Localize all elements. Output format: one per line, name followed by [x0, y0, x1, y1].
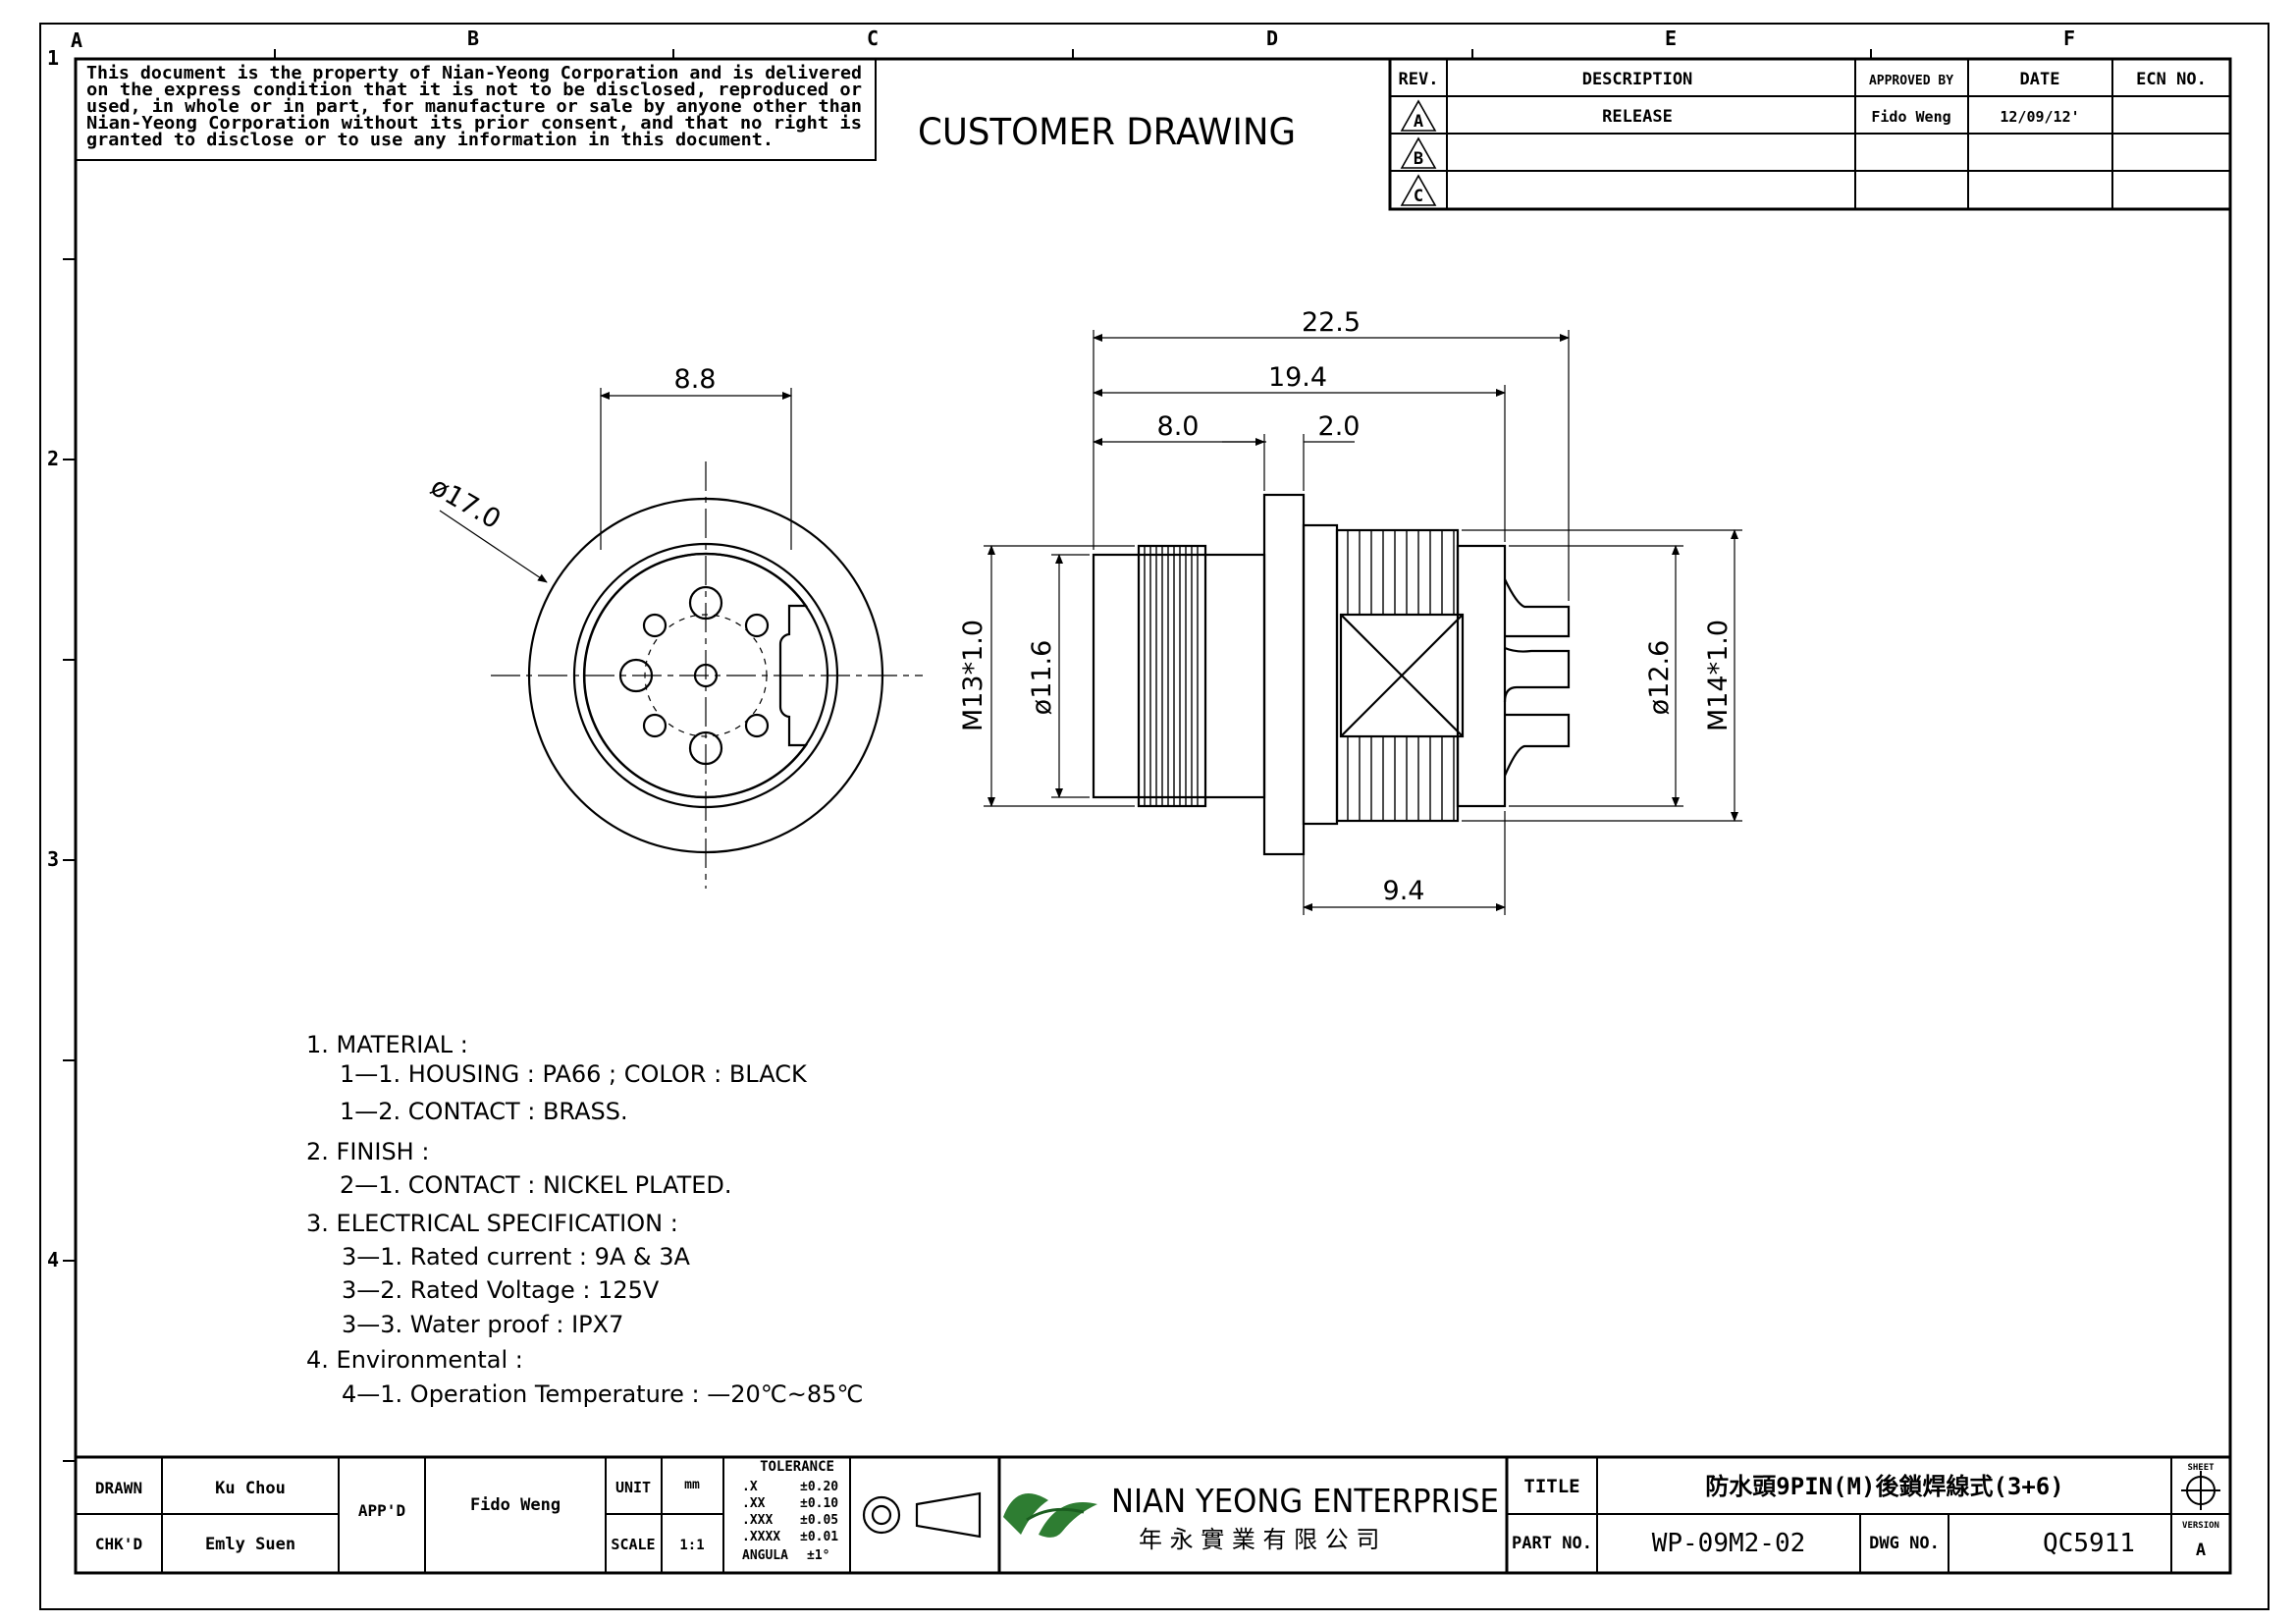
version-value: A: [2196, 1541, 2206, 1560]
rev-header: REV.: [1399, 70, 1439, 89]
sheet-symbol-icon: [2181, 1471, 2220, 1510]
dwg-no-value: QC5911: [2043, 1529, 2135, 1558]
tolerance-key: .XXX: [742, 1513, 773, 1528]
note-line: 2. FINISH :: [306, 1138, 429, 1165]
note-line: 4—1. Operation Temperature : —20℃~85℃: [342, 1380, 863, 1408]
rev-letter: B: [1414, 149, 1423, 169]
side-view-dimensions: [984, 330, 1742, 915]
dim-rear-dia: ø12.6: [1644, 640, 1675, 716]
chkd-name: Emly Suen: [205, 1535, 295, 1554]
approved-header: APPROVED BY: [1869, 74, 1953, 88]
note-line: 2—1. CONTACT : NICKEL PLATED.: [340, 1171, 732, 1199]
tolerance-key: .XXXX: [742, 1530, 780, 1544]
chkd-label: CHK'D: [95, 1535, 142, 1553]
tolerance-value: ±0.10: [800, 1496, 838, 1511]
zone-markers: A B C D E F 1 2 3 4: [47, 27, 2075, 1271]
rev-letter: C: [1414, 187, 1423, 206]
title-block: DRAWN Ku Chou CHK'D Emly Suen APP'D Fido…: [76, 1455, 2230, 1573]
tolerance-value: ±0.05: [800, 1513, 838, 1528]
dwg-no-label: DWG NO.: [1869, 1534, 1940, 1553]
rev-date: 12/09/12': [2000, 108, 2079, 126]
rev-description: RELEASE: [1602, 107, 1673, 127]
tolerance-key: .XX: [742, 1496, 766, 1511]
ecn-header: ECN NO.: [2136, 70, 2207, 89]
front-view-dimensions: [439, 388, 792, 583]
drawing-frame: [39, 23, 2269, 1610]
part-no-label: PART NO.: [1512, 1534, 1592, 1553]
dim-rear-thread: M14*1.0: [1703, 620, 1734, 731]
unit-value: mm: [684, 1478, 700, 1492]
zone-number: 3: [47, 847, 59, 871]
dim-overall-length: 22.5: [1302, 307, 1361, 338]
dim-rear-len: 9.4: [1383, 876, 1425, 906]
tolerance-value: ±1°: [807, 1548, 829, 1563]
rev-approved-by: Fido Weng: [1871, 108, 1950, 126]
dim-length-to-body: 19.4: [1268, 362, 1327, 393]
date-header: DATE: [2020, 70, 2060, 89]
note-line: 3. ELECTRICAL SPECIFICATION :: [306, 1210, 678, 1237]
dim-front-width: 8.8: [674, 364, 717, 395]
tolerance-value: ±0.20: [800, 1480, 838, 1494]
zone-ticks: [63, 49, 1872, 1462]
company-logo-icon: [1003, 1492, 1097, 1538]
notice-line: granted to disclose or to use any inform…: [86, 131, 774, 150]
title-value: 防水頭9PIN(M)後鎖焊線式(3+6): [1705, 1473, 2063, 1500]
note-line: 1—2. CONTACT : BRASS.: [340, 1098, 628, 1125]
note-line: 3—2. Rated Voltage : 125V: [342, 1276, 660, 1304]
spec-notes: 1. MATERIAL : 1—1. HOUSING : PA66 ; COLO…: [306, 1031, 863, 1408]
notice-line: This document is the property of Nian-Ye…: [86, 64, 862, 83]
revision-table: REV. DESCRIPTION APPROVED BY DATE ECN NO…: [1388, 57, 2232, 211]
dim-front-thread: M13*1.0: [958, 620, 988, 731]
tolerance-value: ±0.01: [800, 1530, 838, 1544]
zone-letter: F: [2063, 27, 2075, 50]
company-chinese-name: 年 永 實 業 有 限 公 司: [1139, 1526, 1379, 1553]
zone-letter: C: [867, 27, 879, 50]
note-line: 3—3. Water proof : IPX7: [342, 1311, 623, 1338]
front-view: [491, 461, 923, 889]
zone-letter: B: [467, 27, 479, 50]
projection-symbol-icon: [862, 1491, 982, 1539]
note-line: 4. Environmental :: [306, 1346, 523, 1374]
zone-letter: A: [71, 28, 82, 52]
appd-name: Fido Weng: [470, 1495, 561, 1515]
confidentiality-notice: This document is the property of Nian-Ye…: [75, 58, 877, 161]
rev-letter: A: [1414, 112, 1423, 132]
zone-letter: E: [1665, 27, 1677, 50]
title-label: TITLE: [1523, 1476, 1579, 1497]
side-view: [1092, 493, 1571, 856]
zone-number: 2: [47, 447, 59, 470]
sheet-label: SHEET: [2187, 1463, 2215, 1473]
note-line: 1—1. HOUSING : PA66 ; COLOR : BLACK: [340, 1060, 808, 1088]
note-line: 1. MATERIAL :: [306, 1031, 468, 1058]
appd-label: APP'D: [358, 1501, 405, 1520]
dim-front-thread-len: 8.0: [1157, 411, 1200, 442]
scale-value: 1:1: [679, 1538, 704, 1553]
unit-label: UNIT: [615, 1479, 651, 1496]
zone-number: 4: [47, 1248, 59, 1271]
notice-line: used, in whole or in part, for manufactu…: [86, 97, 862, 117]
description-header: DESCRIPTION: [1582, 70, 1693, 89]
dim-front-dia: ø11.6: [1027, 640, 1057, 716]
zone-letter: D: [1266, 27, 1278, 50]
part-no-value: WP-09M2-02: [1652, 1529, 1806, 1558]
dim-flange-thk: 2.0: [1318, 411, 1361, 442]
tolerance-title: TOLERANCE: [760, 1459, 834, 1475]
dim-front-diameter: ø17.0: [425, 471, 506, 535]
tolerance-key: .X: [742, 1480, 758, 1494]
note-line: 3—1. Rated current : 9A & 3A: [342, 1243, 691, 1271]
drawn-label: DRAWN: [95, 1479, 142, 1497]
version-label: VERSION: [2182, 1521, 2219, 1531]
tolerance-key: ANGULA: [742, 1548, 788, 1563]
notice-line: on the express condition that it is not …: [86, 81, 862, 100]
company-name: NIAN YEONG ENTERPRISE: [1111, 1482, 1499, 1520]
notice-line: Nian-Yeong Corporation without its prior…: [86, 114, 862, 134]
scale-label: SCALE: [611, 1536, 655, 1553]
drawing-title: CUSTOMER DRAWING: [918, 111, 1296, 153]
drawn-name: Ku Chou: [215, 1479, 286, 1498]
zone-number: 1: [47, 46, 59, 70]
